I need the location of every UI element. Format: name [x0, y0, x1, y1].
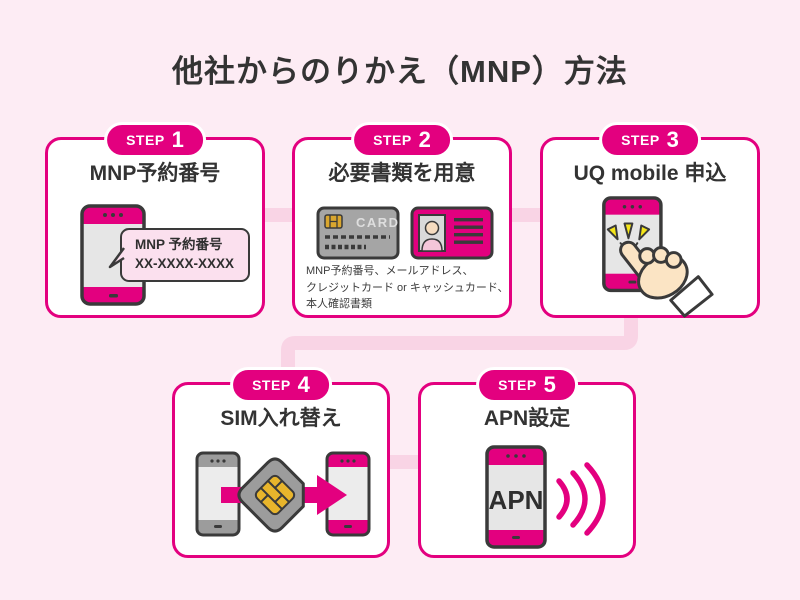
step-card-2: STEP 2 必要書類を用意 CARD MNP予約番号、メールアドレス、 クレジ… — [292, 122, 512, 318]
note-line-3: 本人確認書類 — [306, 298, 372, 310]
badge-step-number: 5 — [543, 372, 556, 397]
note-line-1: MNP予約番号、メールアドレス、 — [306, 265, 474, 277]
credit-card-label: CARD — [356, 215, 400, 230]
apn-screen-label: APN — [489, 485, 544, 515]
step-badge: STEP 1 — [104, 122, 206, 158]
connector-step4-step5 — [387, 455, 422, 469]
step-title: SIM入れ替え — [220, 407, 342, 430]
connector-step2-step3 — [509, 208, 544, 222]
id-card-icon — [410, 206, 494, 260]
badge-step-label: STEP — [126, 132, 165, 148]
badge-step-number: 3 — [666, 127, 679, 152]
badge-step-label: STEP — [252, 377, 291, 393]
step-card-5: STEP 5 APN設定 APN — [418, 367, 636, 558]
bubble-line-2: XX-XXXX-XXXX — [135, 255, 235, 271]
hand-tapping-phone-icon — [602, 196, 714, 318]
badge-step-label: STEP — [373, 132, 412, 148]
credit-card-icon: CARD — [316, 206, 400, 260]
sim-swap-icon — [195, 451, 371, 537]
step-title: 必要書類を用意 — [328, 162, 476, 185]
step-badge: STEP 2 — [351, 122, 453, 158]
step-title: UQ mobile 申込 — [573, 162, 727, 185]
bubble-line-1: MNP 予約番号 — [135, 237, 223, 252]
step-title: APN設定 — [483, 407, 571, 430]
speech-bubble-tail-icon — [108, 247, 125, 269]
connector-step1-step2 — [262, 208, 296, 222]
step-badge: STEP 4 — [230, 367, 332, 403]
page-title: 他社からのりかえ（MNP）方法 — [172, 54, 628, 89]
signal-waves-icon — [556, 462, 606, 536]
step-card-3: STEP 3 UQ mobile 申込 — [540, 122, 760, 318]
sim-card-icon — [237, 457, 305, 533]
note-line-2: クレジットカード or キャッシュカード、 — [306, 281, 509, 294]
step-title: MNP予約番号 — [89, 162, 221, 185]
reservation-number-speech-bubble: MNP 予約番号 XX-XXXX-XXXX — [108, 228, 250, 282]
step-card-1: STEP 1 MNP予約番号 MNP 予約番号 XX-XXXX-XXXX — [45, 122, 265, 318]
phone-apn-signal-icon: APN — [485, 445, 606, 549]
badge-step-number: 4 — [297, 372, 310, 397]
badge-step-label: STEP — [621, 132, 660, 148]
step-badge: STEP 3 — [599, 122, 701, 158]
badge-step-number: 2 — [418, 127, 431, 152]
step-card-4: STEP 4 SIM入れ替え — [172, 367, 390, 558]
required-documents-note: MNP予約番号、メールアドレス、 クレジットカード or キャッシュカード、 本… — [306, 263, 510, 313]
step-badge: STEP 5 — [476, 367, 578, 403]
badge-step-label: STEP — [498, 377, 537, 393]
badge-step-number: 1 — [171, 127, 184, 152]
